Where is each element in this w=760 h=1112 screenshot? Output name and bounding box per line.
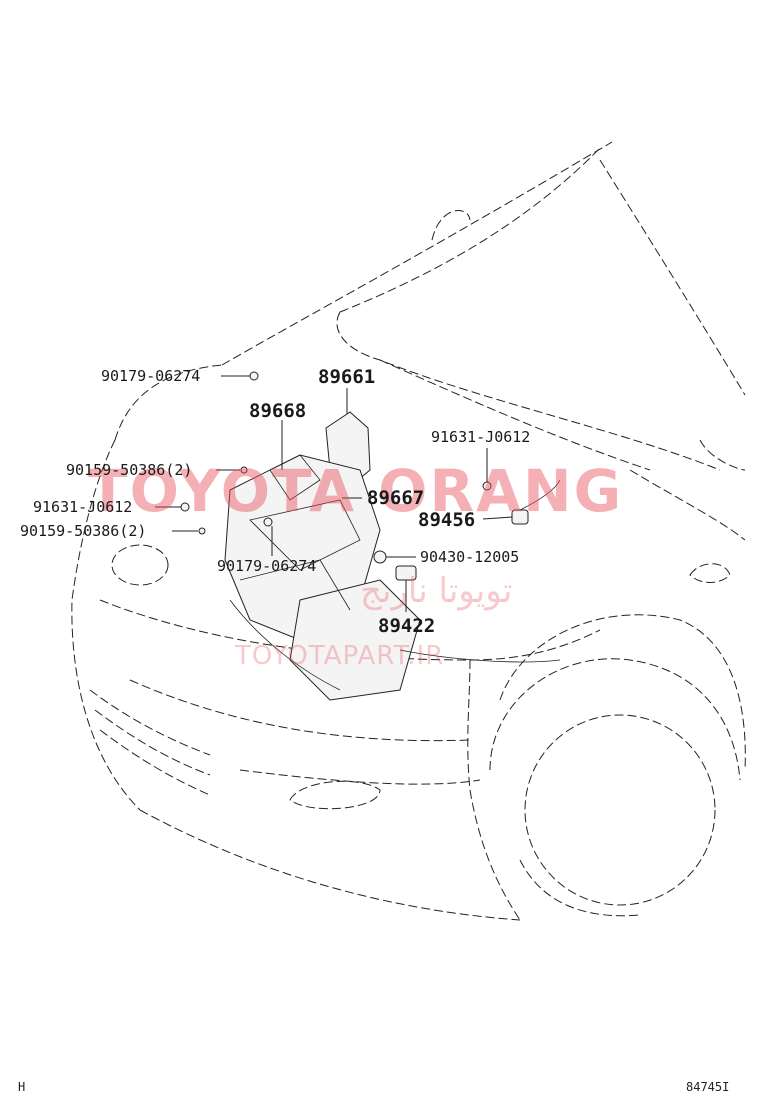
label-90159-50386-a[interactable]: 90159-50386(2) bbox=[66, 461, 193, 479]
lower-intake bbox=[239, 769, 481, 785]
watermark-main: TOYOTA ORANG bbox=[88, 457, 624, 525]
hood-front bbox=[379, 359, 651, 471]
label-90430-12005[interactable]: 90430-12005 bbox=[420, 548, 520, 566]
label-91631-j0612-right[interactable]: 91631-J0612 bbox=[431, 428, 531, 446]
bolt-90179-top bbox=[249, 371, 259, 381]
label-91631-j0612-left[interactable]: 91631-J0612 bbox=[33, 498, 133, 516]
grille-2 bbox=[94, 709, 211, 776]
transmission bbox=[289, 579, 421, 701]
bolt-90179-bottom bbox=[263, 517, 273, 527]
hood-outline-2 bbox=[339, 147, 601, 313]
front-edge bbox=[467, 659, 521, 921]
wheel bbox=[524, 714, 716, 906]
hood-outline-1 bbox=[221, 141, 613, 366]
bolt-90159-b bbox=[198, 527, 206, 535]
label-89667[interactable]: 89667 bbox=[367, 487, 425, 509]
headlight-outline bbox=[114, 364, 223, 441]
label-89661[interactable]: 89661 bbox=[318, 366, 376, 388]
hood-edge bbox=[336, 311, 721, 471]
fog-right bbox=[289, 780, 381, 810]
watermark-url: TOYOTAPART.IR bbox=[235, 641, 445, 671]
washer-90430 bbox=[373, 550, 387, 564]
bumper-mid bbox=[129, 679, 471, 742]
label-89422[interactable]: 89422 bbox=[378, 615, 436, 637]
fog-left bbox=[111, 544, 169, 586]
wiring bbox=[519, 479, 561, 511]
cowl-line bbox=[699, 439, 746, 471]
engine-detail-1 bbox=[249, 499, 361, 571]
label-90159-50386-b[interactable]: 90159-50386(2) bbox=[20, 522, 147, 540]
label-89456[interactable]: 89456 bbox=[418, 509, 476, 531]
axle bbox=[399, 649, 561, 663]
label-90179-06274-top[interactable]: 90179-06274 bbox=[101, 367, 201, 385]
engine-detail-2 bbox=[239, 559, 351, 611]
watermark-farsi: تویوتا نارنج bbox=[360, 571, 513, 611]
side-mark bbox=[689, 563, 731, 583]
fender-line bbox=[629, 469, 746, 541]
corner-code-left: H bbox=[18, 1080, 26, 1094]
bumper-lower bbox=[139, 809, 521, 921]
leader-89456 bbox=[482, 516, 513, 520]
front-left-fascia bbox=[71, 439, 141, 811]
label-90179-06274-bottom[interactable]: 90179-06274 bbox=[217, 557, 317, 575]
grille-3 bbox=[99, 729, 211, 796]
label-89668[interactable]: 89668 bbox=[249, 400, 307, 422]
corner-code-right: 84745I bbox=[686, 1080, 730, 1094]
wheel-arch-inner bbox=[489, 658, 741, 781]
grille-1 bbox=[89, 689, 211, 756]
windshield-edge bbox=[599, 159, 746, 396]
bolt-90159-a bbox=[240, 466, 248, 474]
intake-pipe bbox=[229, 599, 341, 691]
wheel-lower bbox=[519, 859, 641, 917]
engine-detail-3 bbox=[269, 454, 321, 501]
wheel-arch-outer bbox=[499, 614, 746, 771]
wiper-bump bbox=[431, 210, 471, 241]
